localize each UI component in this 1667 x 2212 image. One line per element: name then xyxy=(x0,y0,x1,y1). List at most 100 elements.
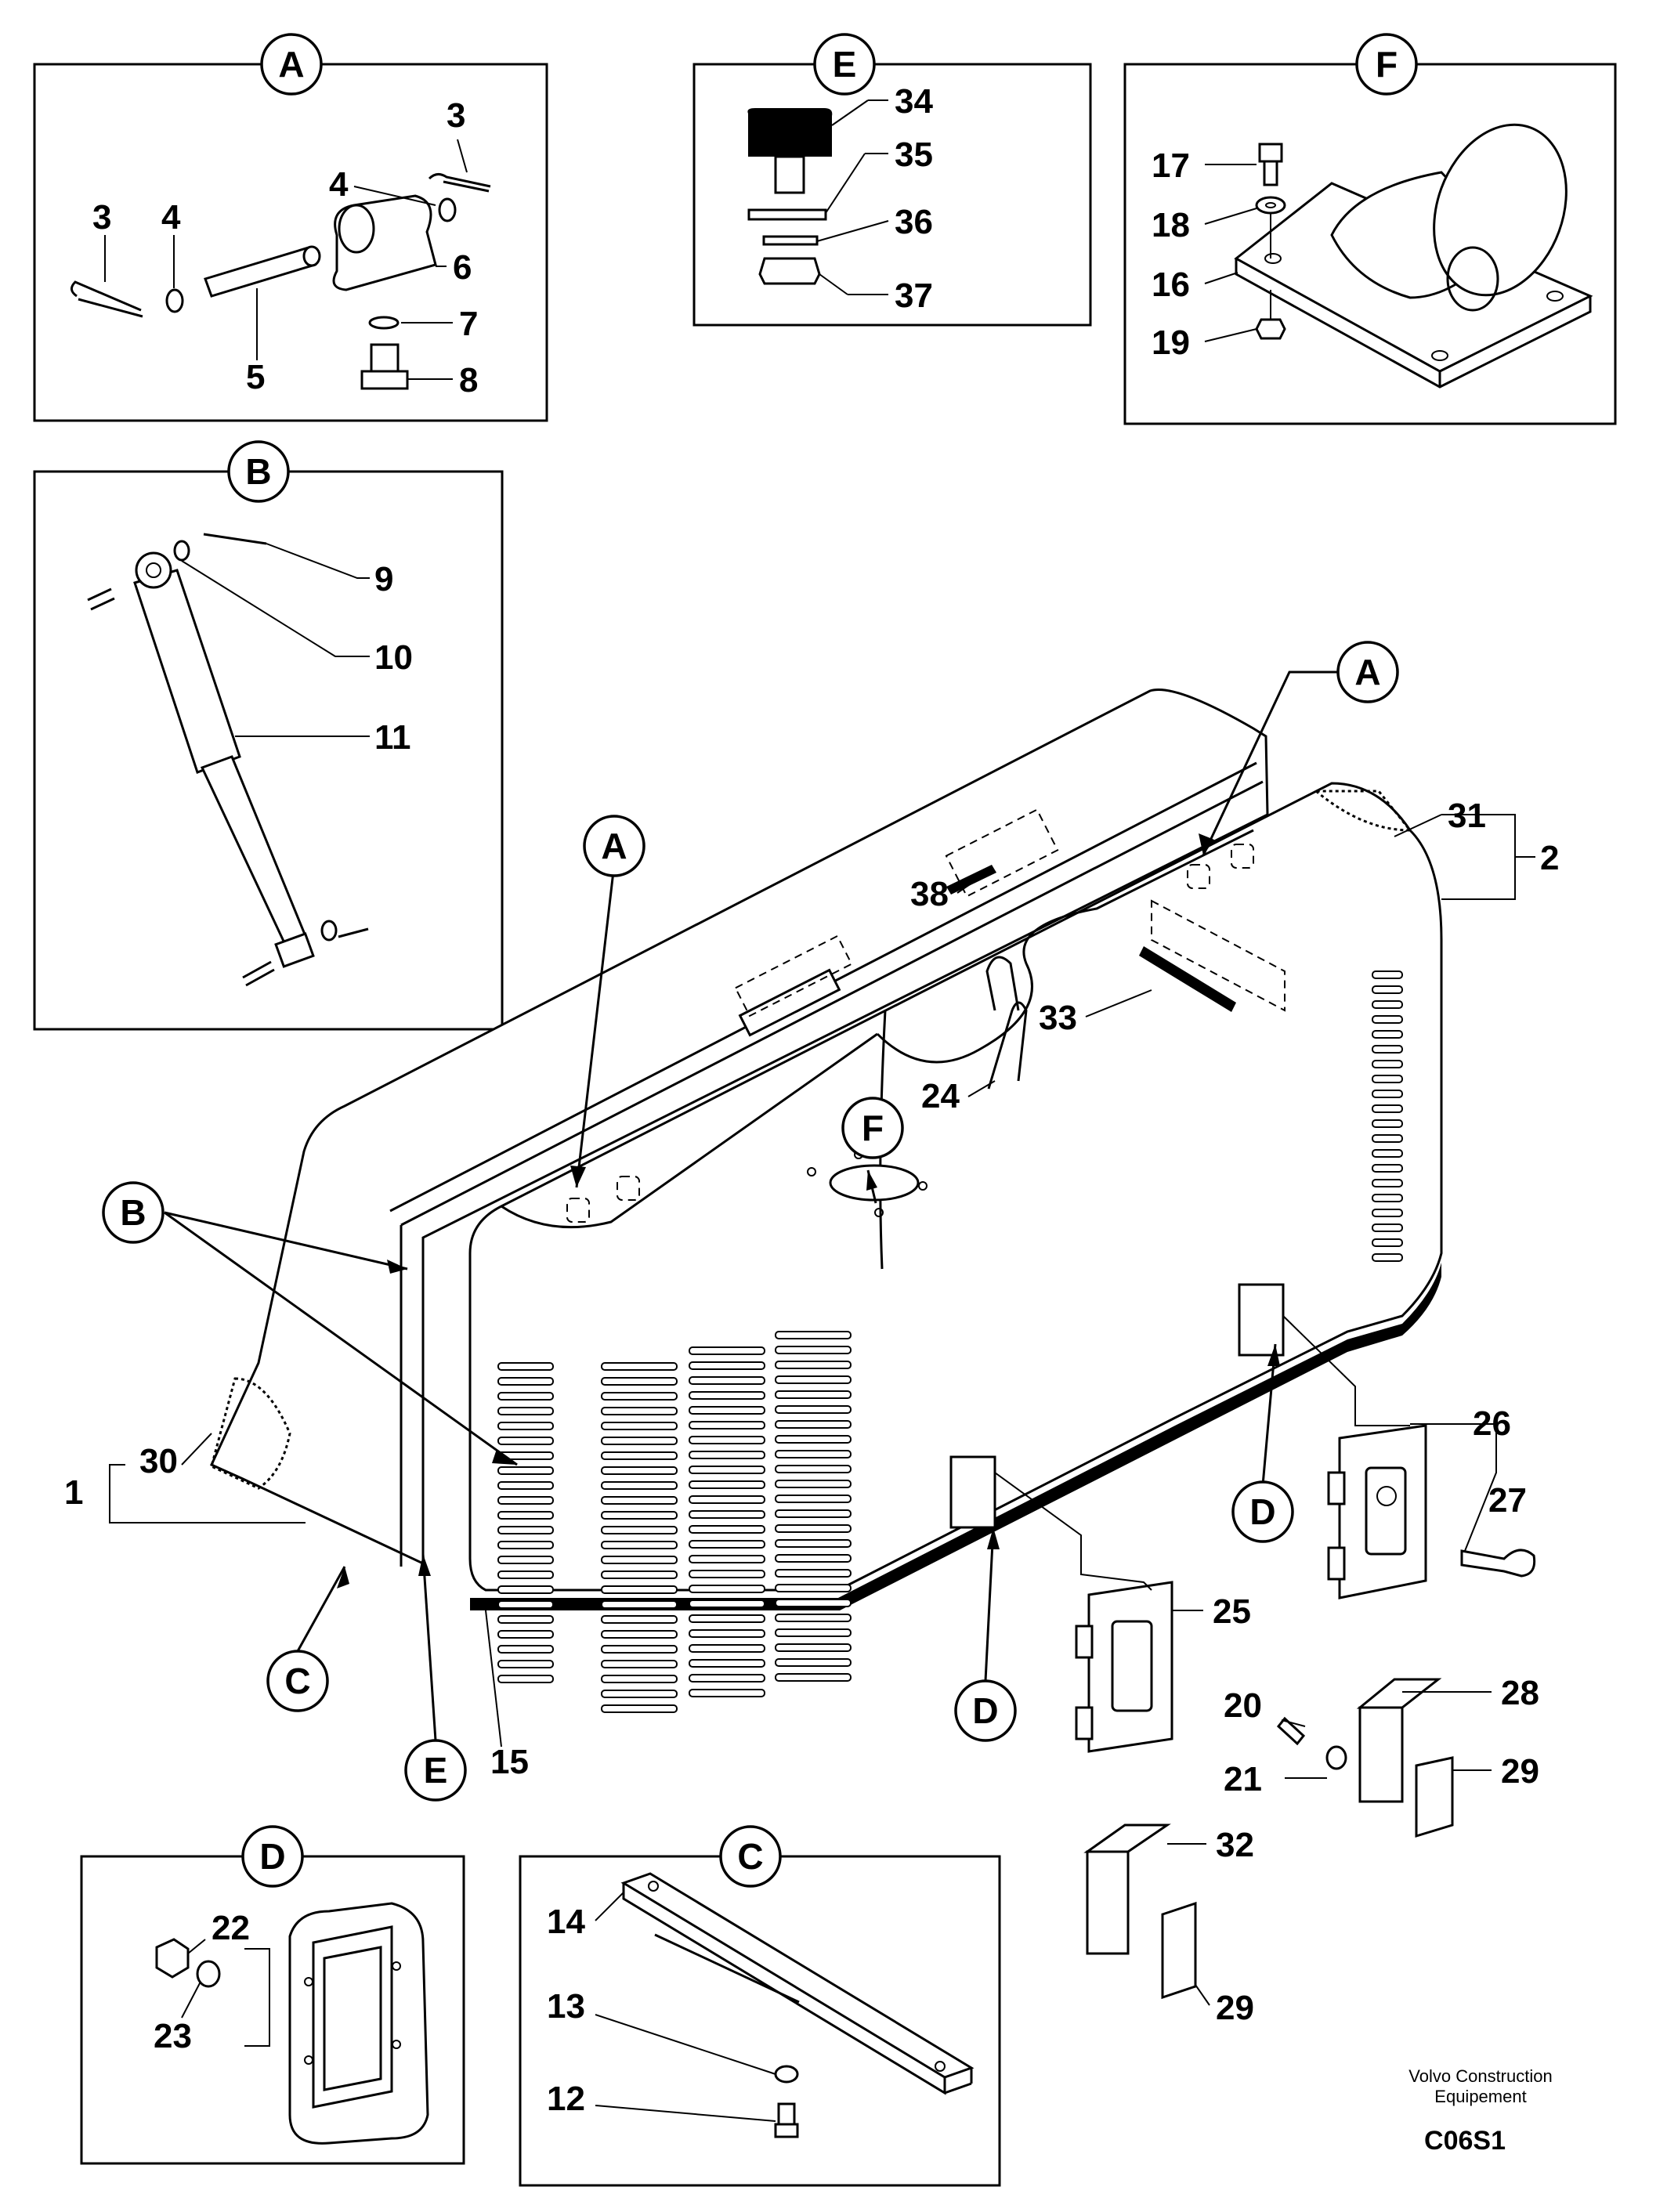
vent-slot xyxy=(775,1658,852,1667)
air-duct-icon xyxy=(1433,123,1568,297)
section-letter-d: D xyxy=(259,1836,285,1877)
callout-letter-c: C xyxy=(284,1661,310,1701)
vent-slot xyxy=(775,1495,852,1503)
section-badge-e xyxy=(813,33,876,96)
vent-slot xyxy=(689,1629,765,1638)
vent-slot xyxy=(775,1673,852,1682)
vent-slot xyxy=(689,1570,765,1578)
vent-slot xyxy=(1372,1000,1403,1009)
vent-slot xyxy=(1372,1194,1403,1202)
clip-icon xyxy=(1415,1756,1454,1838)
vent-slot xyxy=(497,1615,554,1624)
latch-cutout xyxy=(949,1455,996,1529)
bottom-seal-strip xyxy=(470,1263,1441,1610)
vent-slot xyxy=(497,1437,554,1445)
vent-slot xyxy=(1372,1075,1403,1083)
hinge-pin-icon xyxy=(204,246,316,298)
vent-slot xyxy=(1372,1060,1403,1068)
vent-slot xyxy=(497,1675,554,1683)
part-label-21: 21 xyxy=(1224,1760,1262,1798)
part-label-3: 3 xyxy=(92,198,111,237)
part-label-4: 4 xyxy=(329,165,349,204)
vent-slot xyxy=(689,1674,765,1682)
vent-slot xyxy=(497,1570,554,1579)
vent-slot xyxy=(689,1436,765,1444)
detail-box-d: D 22 23 xyxy=(80,1825,465,2165)
bolt-icon xyxy=(370,343,400,373)
vent-slot xyxy=(497,1585,554,1594)
washer-icon xyxy=(196,1960,221,1988)
vent-slot xyxy=(689,1644,765,1653)
vent-slot xyxy=(689,1614,765,1623)
vent-slot xyxy=(689,1599,765,1608)
vent-slot xyxy=(601,1422,678,1430)
vent-slot xyxy=(775,1569,852,1578)
vent-slot xyxy=(601,1362,678,1371)
part-label-10: 10 xyxy=(374,638,413,677)
vent-slot xyxy=(775,1450,852,1458)
nut-icon xyxy=(758,257,821,285)
part-label-29: 29 xyxy=(1501,1752,1539,1791)
part-label-12: 12 xyxy=(547,2080,585,2118)
vent-slot xyxy=(601,1466,678,1475)
vent-slot xyxy=(689,1376,765,1385)
detail-box-e: E 34 35 36 37 xyxy=(692,33,1092,327)
vent-slot xyxy=(601,1600,678,1609)
vent-slot xyxy=(497,1481,554,1490)
vent-slot xyxy=(775,1346,852,1354)
part-label-32: 32 xyxy=(1216,1826,1254,1864)
part-label-18: 18 xyxy=(1152,206,1190,244)
vent-slot xyxy=(689,1451,765,1459)
washer-icon xyxy=(1325,1745,1347,1770)
clip-icon xyxy=(1161,1901,1197,2000)
vent-slot xyxy=(775,1375,852,1384)
detail-box-f: F 17 18 16 19 xyxy=(1123,33,1617,425)
latch-plate-icon xyxy=(288,1902,429,2145)
section-letter-b: B xyxy=(245,451,271,492)
part-label-37: 37 xyxy=(895,276,933,315)
part-label-35: 35 xyxy=(895,136,933,174)
vent-slot xyxy=(1372,1090,1403,1098)
vent-slot xyxy=(1372,1015,1403,1024)
vent-slot xyxy=(497,1422,554,1430)
callout-letter-b: B xyxy=(120,1192,146,1233)
drawing-code: C06S1 xyxy=(1424,2126,1506,2156)
part-label-1: 1 xyxy=(64,1473,83,1512)
vent-slot xyxy=(775,1420,852,1429)
callout-letter-a: A xyxy=(1354,652,1380,692)
vent-slot xyxy=(775,1480,852,1488)
vent-slot xyxy=(689,1659,765,1668)
brand-line-1: Volvo Construction xyxy=(1408,2066,1552,2086)
vent-slot xyxy=(1372,1179,1403,1187)
vent-slot xyxy=(497,1660,554,1668)
section-letter-a: A xyxy=(278,44,304,85)
part-label-19: 19 xyxy=(1152,323,1190,362)
part-label-11: 11 xyxy=(374,718,411,757)
key-icon xyxy=(1460,1549,1536,1578)
vent-slot xyxy=(775,1628,852,1637)
part-label-5: 5 xyxy=(246,358,265,396)
callout-letter-f: F xyxy=(862,1108,884,1148)
vent-slot xyxy=(1372,1149,1403,1158)
vent-slot xyxy=(1372,985,1403,994)
vent-slot xyxy=(689,1525,765,1534)
vent-slot xyxy=(1372,1030,1403,1039)
vent-slot xyxy=(1372,1119,1403,1128)
vent-slot xyxy=(601,1570,678,1579)
callout-letter-d: D xyxy=(972,1690,998,1731)
vent-slot xyxy=(1372,1223,1403,1232)
part-label-7: 7 xyxy=(459,305,478,343)
vent-slot xyxy=(601,1496,678,1505)
detail-box-a: A 3 4 3 4 6 5 7 8 xyxy=(33,33,548,422)
vent-slot xyxy=(601,1451,678,1460)
part-label-2: 2 xyxy=(1540,839,1559,877)
part-label-9: 9 xyxy=(374,560,393,598)
vent-slot xyxy=(497,1541,554,1549)
callout-letter-d: D xyxy=(1249,1491,1275,1532)
vent-slot xyxy=(689,1391,765,1400)
section-badge-b xyxy=(227,440,290,503)
part-label-24: 24 xyxy=(921,1077,960,1115)
vent-slot xyxy=(497,1362,554,1371)
vent-slot xyxy=(601,1704,678,1713)
vent-slot xyxy=(1372,1045,1403,1054)
